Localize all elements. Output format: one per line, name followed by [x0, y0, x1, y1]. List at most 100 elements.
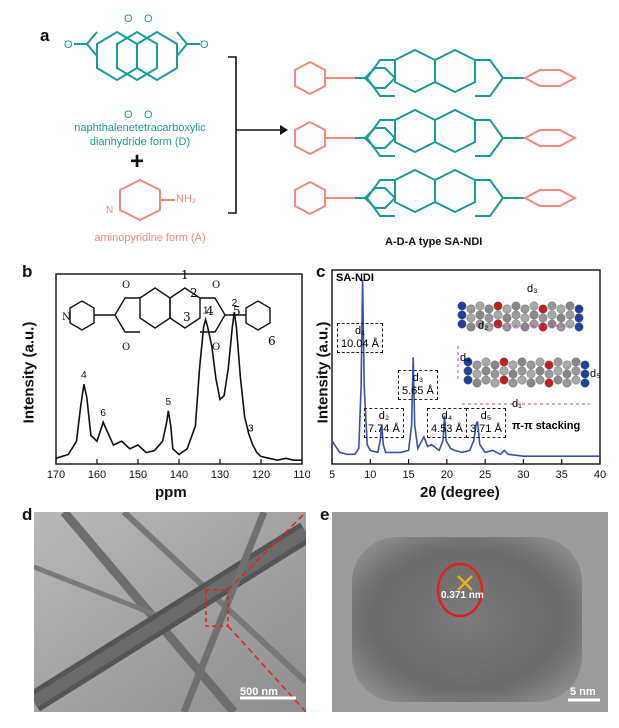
model-d4: d₄ [460, 352, 471, 364]
x-tick-label: 40 [594, 469, 606, 481]
svg-text:O: O [212, 342, 220, 353]
plot-frame [331, 269, 601, 465]
svg-text:O: O [124, 14, 133, 25]
atom [526, 378, 536, 388]
svg-text:O: O [122, 280, 130, 291]
atom [502, 304, 512, 314]
atom [457, 310, 467, 320]
nmr-position-4: 4 [206, 304, 214, 318]
peak-label: 2 [232, 298, 238, 309]
atom [520, 322, 530, 332]
plus-sign: + [130, 148, 145, 175]
atom [475, 301, 485, 311]
nmr-position-3: 3 [183, 310, 191, 324]
atom [544, 369, 554, 379]
atom [517, 357, 527, 367]
atom [574, 313, 584, 323]
tem-image-high-mag [332, 512, 608, 712]
atom [472, 369, 482, 379]
atom [529, 301, 539, 311]
sample-label: SA-NDI [336, 272, 374, 284]
atom [484, 322, 494, 332]
atom [499, 375, 509, 385]
atom [556, 313, 566, 323]
atom [565, 301, 575, 311]
atom [556, 322, 566, 332]
atom [457, 301, 467, 311]
panel-d-letter: d [22, 505, 33, 524]
atom [502, 313, 512, 323]
atom [472, 360, 482, 370]
nmr-position-1: 1 [181, 268, 189, 282]
nmr-position-2: 2 [190, 286, 198, 300]
atom [502, 322, 512, 332]
panel-b-ylabel: Intensity (a.u.) [20, 321, 38, 424]
panel-b-xlabel: ppm [155, 484, 187, 501]
atom [508, 369, 518, 379]
svg-text:O: O [200, 39, 209, 51]
svg-text:O: O [212, 280, 220, 291]
atom [553, 366, 563, 376]
atom [526, 369, 536, 379]
dianhydride-label-1: naphthalenetetracarboxylic [74, 122, 206, 134]
tem-image-low-mag [34, 512, 306, 712]
x-tick-label: 150 [129, 469, 147, 481]
model-d3: d₃ [527, 283, 538, 295]
peak-label: 3 [248, 423, 254, 434]
panel-c-letter: c [316, 262, 326, 281]
x-tick-label: 20 [441, 469, 453, 481]
atom [490, 369, 500, 379]
atom [547, 310, 557, 320]
model-d5: d₅ [590, 368, 601, 380]
atom [511, 319, 521, 329]
model-d2: d₂ [478, 320, 489, 332]
atom [463, 366, 473, 376]
atom [484, 304, 494, 314]
atom [580, 378, 590, 388]
atom [547, 301, 557, 311]
atom [529, 310, 539, 320]
series-line [331, 279, 600, 457]
aminopyridine-label: aminopyridine form (A) [94, 232, 206, 244]
dianhydride-label-2: dianhydride form (D) [89, 136, 191, 148]
nmr-position-5: 5 [233, 304, 241, 318]
atom [511, 310, 521, 320]
x-tick-label: 30 [517, 469, 529, 481]
panel-a-letter: a [40, 26, 50, 45]
product-label: A-D-A type SA-NDI [385, 236, 483, 248]
x-tick-label: 130 [211, 469, 229, 481]
atom [463, 375, 473, 385]
product-structures [294, 48, 578, 217]
atom [520, 304, 530, 314]
x-tick-label: 170 [47, 469, 65, 481]
atom [580, 369, 590, 379]
atom [565, 310, 575, 320]
lattice-spacing-label: 0.371 nm [441, 590, 484, 601]
nh2-label: NH₂ [176, 193, 197, 205]
atom [547, 319, 557, 329]
atom [457, 319, 467, 329]
svg-text:O: O [144, 14, 153, 25]
x-tick-label: 140 [170, 469, 188, 481]
atom [481, 375, 491, 385]
aminopyridine-structure: N [106, 178, 175, 222]
x-tick-label: 120 [252, 469, 270, 481]
atom [490, 378, 500, 388]
atom [535, 357, 545, 367]
svg-text:N: N [62, 312, 71, 323]
x-tick-label: 10 [364, 469, 376, 481]
atom [517, 366, 527, 376]
atom [511, 301, 521, 311]
atom [538, 313, 548, 323]
atom [475, 310, 485, 320]
atom [574, 304, 584, 314]
atom [562, 360, 572, 370]
atom [484, 313, 494, 323]
atom [493, 319, 503, 329]
